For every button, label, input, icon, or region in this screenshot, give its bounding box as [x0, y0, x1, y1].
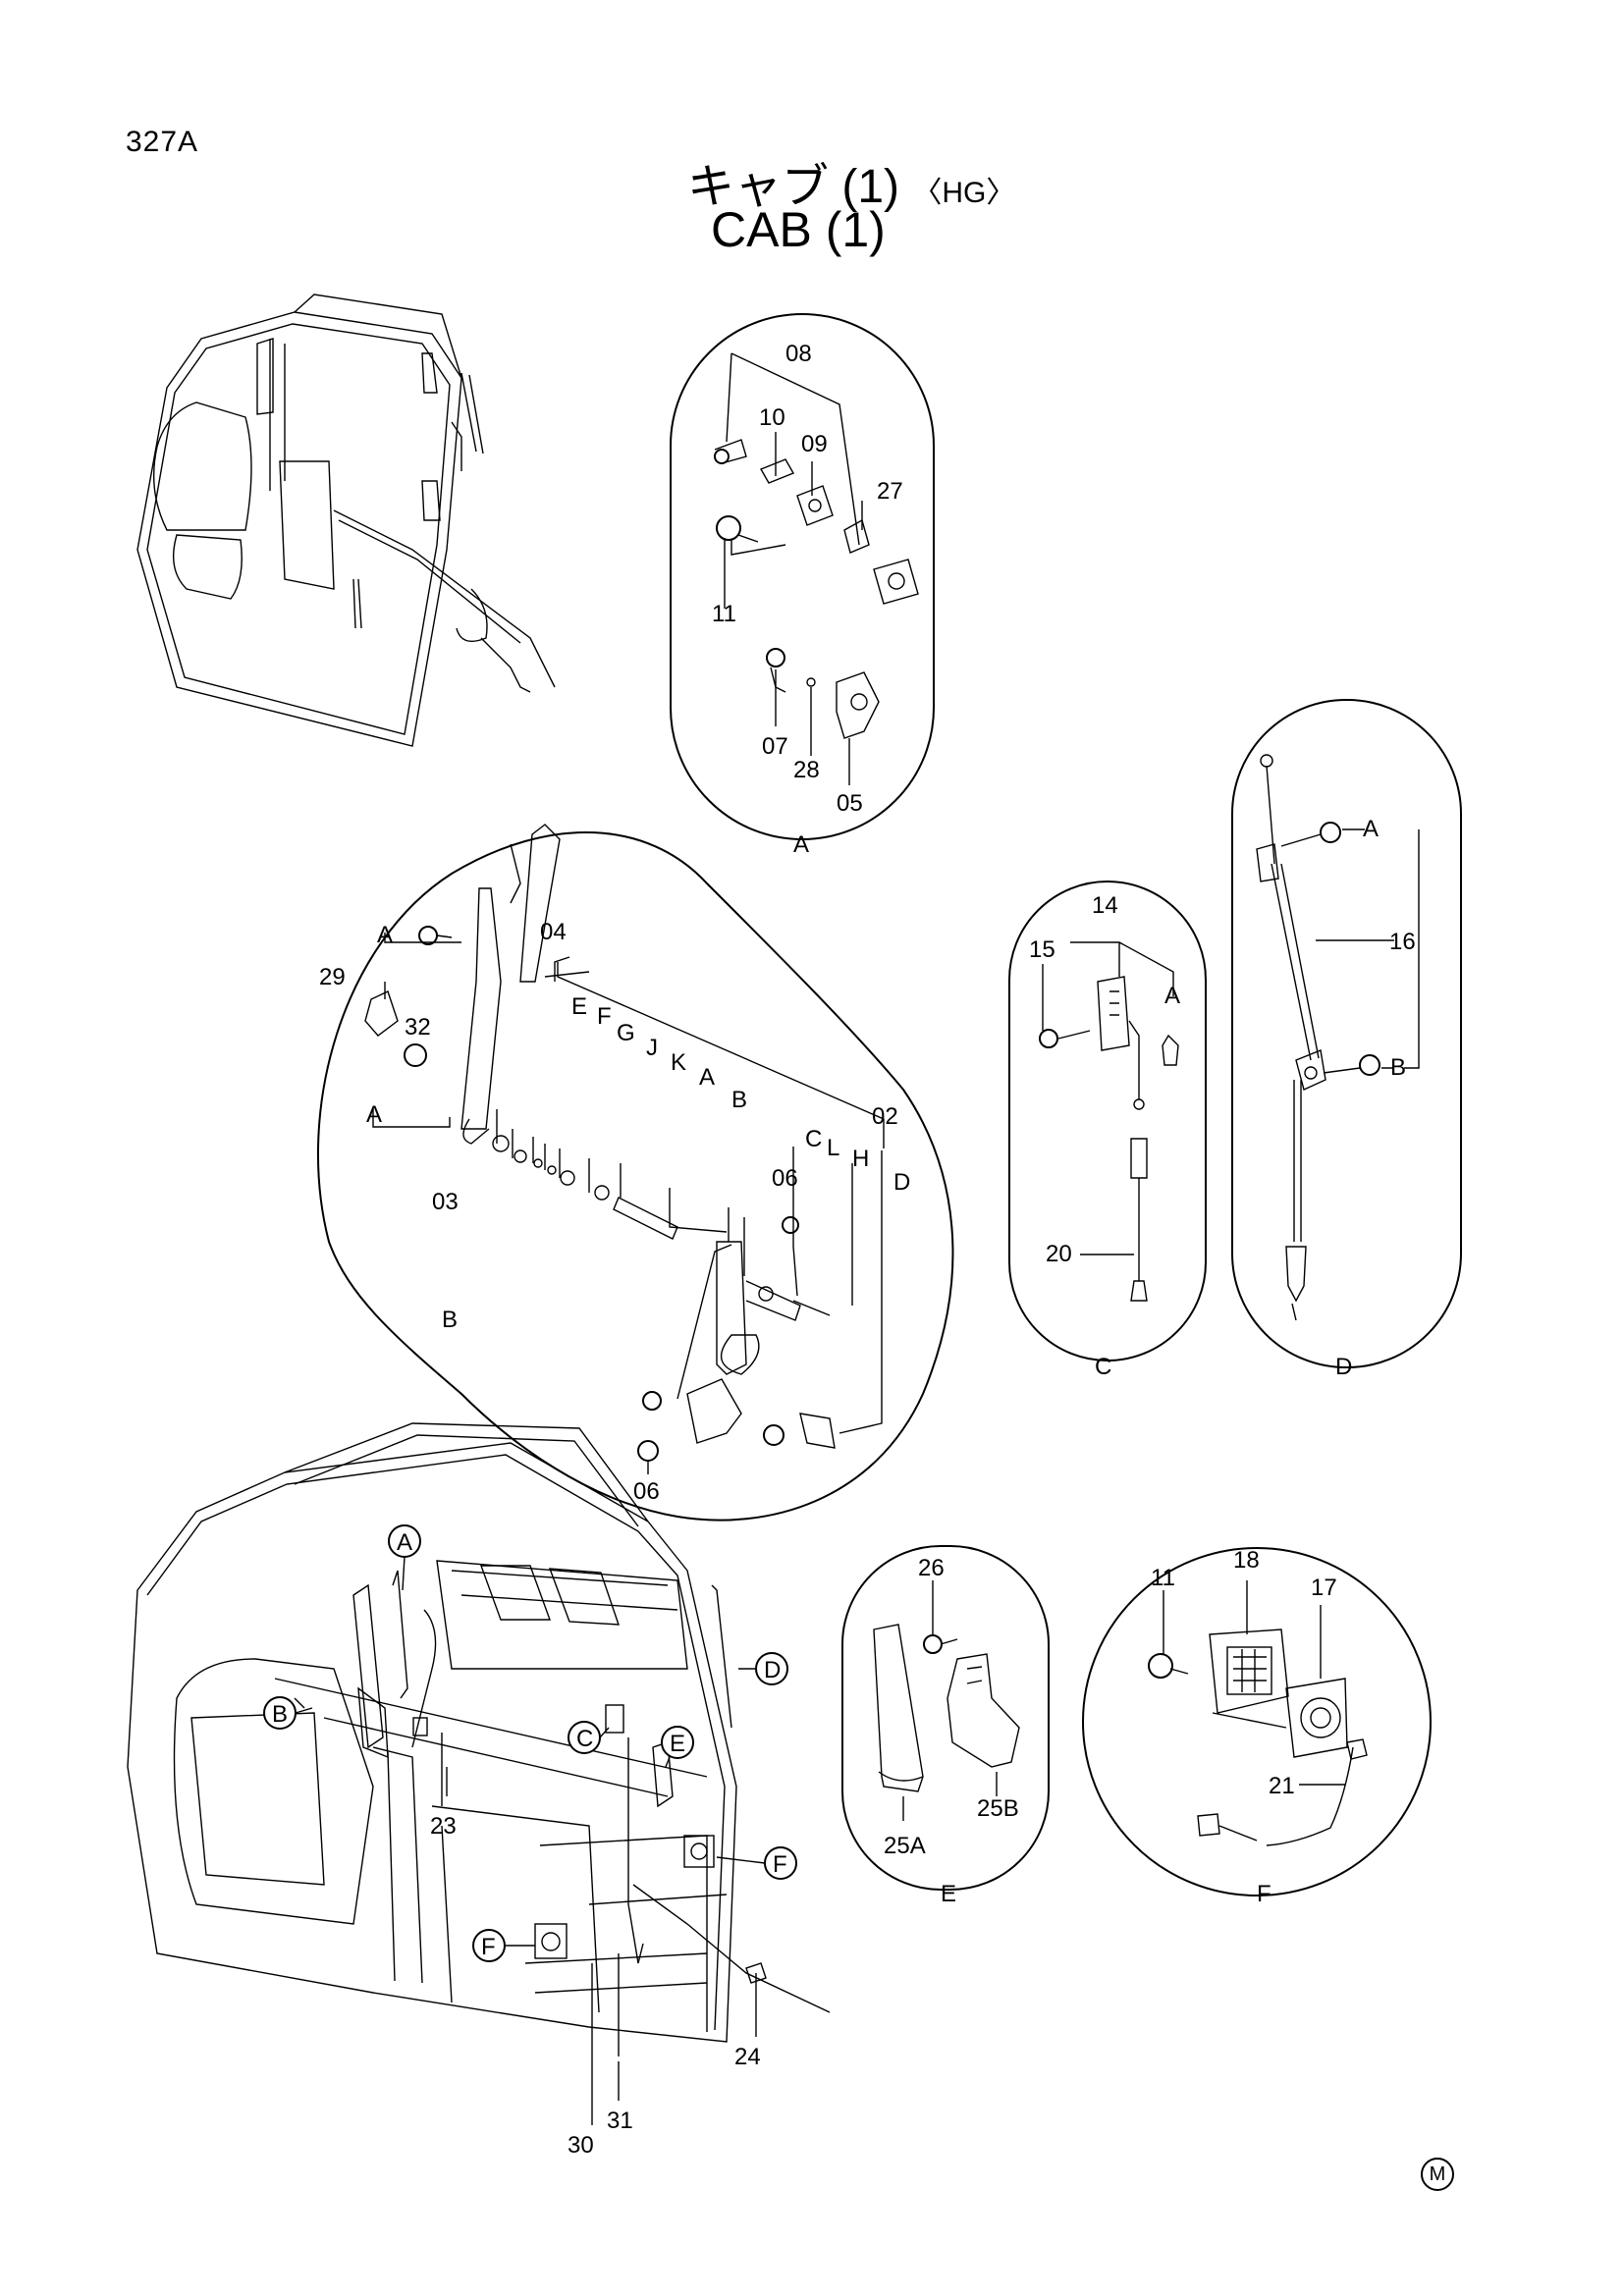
nut [404, 1043, 427, 1067]
bolt-06 [782, 1216, 799, 1234]
view-label-e: E [941, 1881, 956, 1907]
label-10: 10 [759, 404, 785, 431]
detail-a: 08 10 09 27 11 07 28 05 A [670, 313, 935, 858]
cap-screw [766, 648, 785, 667]
label-05: 05 [837, 790, 863, 817]
label-18: 18 [1233, 1547, 1260, 1574]
label-11-f: 11 [1151, 1565, 1175, 1591]
corner-mark: M [1421, 2158, 1454, 2191]
screw [714, 449, 730, 464]
callout-e-text: E [670, 1731, 685, 1757]
label-06-lower: 06 [633, 1478, 660, 1505]
label-24: 24 [734, 2044, 761, 2070]
letter-l: L [827, 1135, 839, 1161]
screw-d-b [1359, 1054, 1380, 1076]
label-32: 32 [405, 1014, 431, 1041]
bolt-06-lower [642, 1391, 662, 1411]
view-label-a: A [793, 831, 809, 858]
label-30: 30 [568, 2132, 594, 2159]
label-16: 16 [1389, 929, 1416, 955]
detail-f: 11 18 17 21 F [1082, 1547, 1432, 1907]
label-03: 03 [432, 1189, 459, 1215]
label-06-upper: 06 [772, 1165, 798, 1192]
callout-c-text: C [576, 1726, 593, 1752]
callout-e [661, 1726, 694, 1759]
label-25a: 25A [884, 1833, 926, 1859]
label-21: 21 [1269, 1773, 1295, 1799]
detail-c: 14 15 20 A C [1008, 881, 1207, 1380]
callout-d-text: D [764, 1657, 781, 1683]
label-07: 07 [762, 733, 788, 760]
main-callouts: A B C D E F F 23 24 30 31 [263, 1524, 797, 2159]
letter-a-top: A [377, 922, 393, 948]
label-17: 17 [1311, 1575, 1337, 1601]
nut-lower [763, 1424, 784, 1446]
label-27: 27 [877, 478, 903, 505]
label-29: 29 [319, 964, 346, 990]
letter-a-row: A [699, 1064, 715, 1091]
view-label-c: C [1095, 1354, 1111, 1380]
label-25b: 25B [977, 1795, 1019, 1822]
letter-d: D [893, 1169, 910, 1196]
label-09: 09 [801, 431, 828, 457]
bolt-06-bottom [637, 1440, 659, 1462]
letter-a-d: A [1363, 816, 1379, 842]
label-02: 02 [872, 1103, 898, 1130]
detail-e: 26 25A 25B E [841, 1545, 1050, 1907]
callout-f-left-text: F [481, 1934, 496, 1960]
label-26: 26 [918, 1555, 945, 1581]
callout-a-text: A [397, 1529, 412, 1556]
letter-b-d: B [1390, 1054, 1406, 1081]
letter-f: F [597, 1003, 612, 1030]
letter-k: K [671, 1049, 686, 1076]
title-japanese-suffix: 〈HG〉 [912, 177, 1016, 209]
letter-h: H [852, 1146, 869, 1172]
screw-d-a [1320, 822, 1341, 843]
callout-f-right-text: F [773, 1851, 787, 1878]
callout-b-text: B [272, 1701, 288, 1728]
label-11: 11 [712, 601, 736, 627]
title-english: CAB (1) [711, 202, 886, 257]
detail-d: A 16 B D [1231, 699, 1462, 1380]
label-28: 28 [793, 757, 820, 783]
cab-overview-top [136, 294, 556, 747]
label-23: 23 [430, 1813, 457, 1840]
view-label-d: D [1335, 1354, 1352, 1380]
label-04: 04 [540, 919, 567, 945]
label-31: 31 [607, 2108, 633, 2134]
title-japanese-text: キャブ (1) [687, 161, 900, 213]
label-08: 08 [785, 341, 812, 367]
bolt [716, 515, 741, 541]
screw-15 [1039, 1029, 1058, 1048]
screw-26 [923, 1634, 943, 1654]
label-20: 20 [1046, 1241, 1072, 1267]
title-japanese: キャブ (1) 〈HG〉 [687, 147, 1015, 216]
letter-g: G [617, 1020, 635, 1046]
detail-b: 04 29 32 03 02 06 06 A A E F G J K A B C… [317, 824, 954, 1522]
screw-11-f [1148, 1653, 1173, 1679]
letter-e: E [571, 993, 587, 1020]
page-code: 327A [126, 126, 199, 158]
label-14: 14 [1092, 892, 1118, 919]
letter-a-c: A [1164, 983, 1180, 1009]
letter-b: B [731, 1087, 747, 1113]
letter-c: C [805, 1126, 822, 1152]
label-15: 15 [1029, 936, 1055, 963]
letter-j: J [646, 1035, 658, 1061]
letter-a-left: A [366, 1101, 382, 1128]
cab-overview-main [127, 1422, 831, 2056]
view-label-b: B [442, 1307, 458, 1333]
view-label-f: F [1257, 1881, 1271, 1907]
